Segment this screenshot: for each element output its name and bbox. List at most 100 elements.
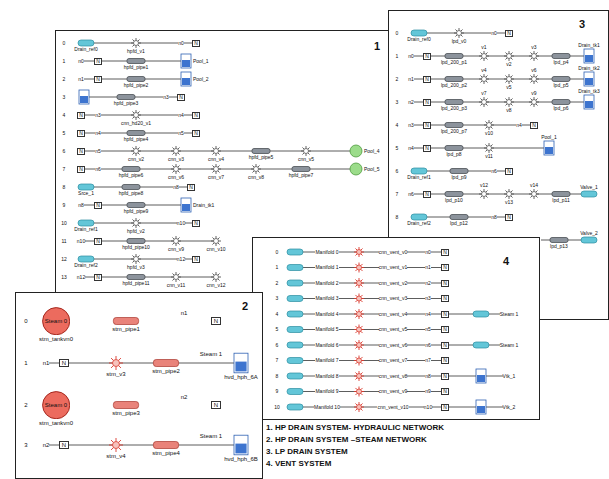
component-label: Steam 1 [500,343,519,348]
component-label: Steam 1 [200,433,222,439]
component-label: n6 [491,169,497,174]
component-label: 4 [63,113,66,118]
reservoir-symbol [78,184,94,190]
node-label: N [96,202,100,208]
component-label: n10 [424,405,432,410]
component-label: n1 [425,265,431,270]
component-label: cnn_v9 [168,247,184,252]
valve-spokes [479,74,489,84]
panel-number: 2 [242,301,248,312]
component-label: Drain_ref0 [74,47,97,52]
component-label: v10 [485,131,493,136]
valve-spokes [131,110,141,120]
component-label: n4 [408,146,414,151]
node-label: N [507,30,511,36]
valve-spokes [529,189,539,199]
component-label: cnn_v11 [167,283,186,288]
node-label: N [507,168,511,174]
node-label: N [443,404,447,410]
component-label: lpd_p12 [450,221,468,226]
network-row [78,184,191,190]
node-label: N [96,274,100,280]
node-box: N [441,311,450,318]
network-row [287,278,445,288]
valve-spokes [354,247,364,257]
node-box: N [77,112,86,119]
node-box: N [77,130,86,137]
component-label: 6 [396,169,399,174]
component-label: 7 [276,358,279,363]
node-label: N [425,191,429,197]
node-box: N [423,191,432,198]
valve-spokes [354,309,364,319]
network-row [287,387,445,397]
pipe-line [46,363,241,364]
component-label: 8 [396,215,399,220]
node-box: N [94,238,103,245]
component-label: Steam 1 [200,351,222,357]
valve-symbol [113,442,120,449]
valve-spokes [211,272,221,282]
node-label: N [179,94,183,100]
tank-symbol [181,54,191,68]
component-label: Vtk_2 [503,405,516,410]
tank-level [585,101,593,108]
component-label: hpfd_pipe3 [114,101,139,106]
component-label: cnn_v12 [207,283,226,288]
component-label: Drain_ref2 [74,263,97,268]
node-box: N [211,401,220,409]
reservoir-symbol [78,40,94,46]
node-box: N [94,76,103,83]
component-label: n3 [408,123,414,128]
component-label: stm_tankvn0 [39,336,73,342]
valve-spokes [504,51,514,61]
reservoir-symbol [411,214,427,220]
node-box: N [441,357,450,364]
component-label: 7 [63,167,66,172]
tank-symbol [584,49,594,63]
valve-spokes [131,254,141,264]
network-row [541,237,597,243]
tank-level [182,204,190,211]
valve-symbol [254,167,259,172]
valve-spokes [504,74,514,84]
network-row [411,214,509,220]
valve-spokes [109,356,123,370]
valve-symbol [487,146,492,151]
node-box: N [505,30,514,37]
component-label: lpd_p9 [451,175,466,180]
valve-symbol [134,221,139,226]
component-label: hpfd_pipe5 [249,155,274,160]
component-label: 1 [276,265,279,270]
component-label: hpfd_v3 [127,265,145,270]
valve-symbol [357,389,362,394]
component-label: n2 [408,100,414,105]
component-label: v6 [531,68,536,73]
component-label: n2 [425,281,431,286]
component-label: hpfd_pipe4 [124,137,149,142]
reservoir-symbol [287,249,303,255]
valve-symbol [357,265,362,270]
component-label: 6 [63,149,66,154]
component-label: n8 [425,374,431,379]
pipe-symbol [552,54,570,59]
network-row [411,168,509,174]
node-box: N [423,99,432,106]
component-label: n5 [95,149,101,154]
reservoir-symbol [581,237,597,243]
component-label: 5 [276,327,279,332]
valve-spokes [354,278,364,288]
panel-number: 1 [374,41,380,52]
valve-symbol [134,257,139,262]
tank-symbol [181,72,191,86]
valve-spokes [131,38,141,48]
valve-symbol [482,192,487,197]
diagram-panel: 4NNNNNNNNNNN0Manifold 0cnn_vent_v0n01Man… [252,237,540,420]
component-label: Drain_ref2 [407,221,430,226]
component-label: cnn_vent_v5 [379,327,407,332]
component-label: 1 [396,54,399,59]
component-label: lpd_200_p1 [441,60,467,65]
node-box: N [530,122,539,129]
component-label: 0 [276,250,279,255]
component-label: n5 [178,131,184,136]
